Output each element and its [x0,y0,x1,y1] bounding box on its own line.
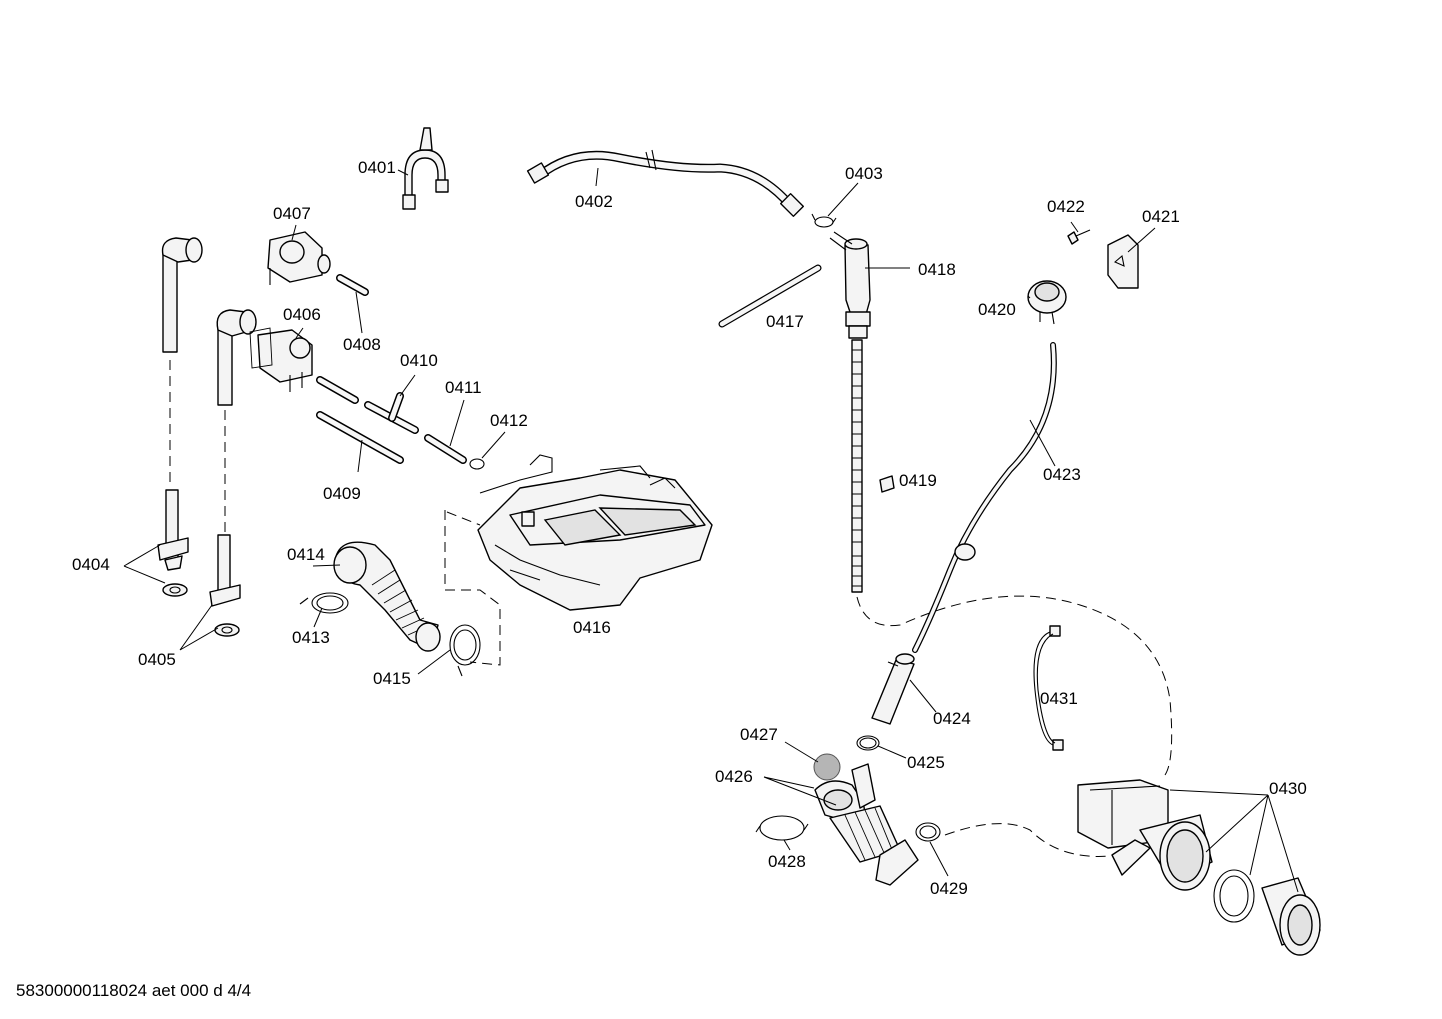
part-0422-screw [1067,229,1091,245]
part-0402-hose [526,149,805,218]
callout-0424: 0424 [933,709,971,728]
part-0417-rod [718,264,822,328]
callout-0404: 0404 [72,555,110,574]
callout-0414: 0414 [287,545,325,564]
callout-labels: 0401 0402 0403 0404 0405 0406 0407 0408 … [72,158,1307,898]
leader-lines [123,167,1299,893]
part-0408-hose [316,274,369,404]
callout-0402: 0402 [575,192,613,211]
part-0405-inlet-right [209,309,257,637]
assembly-line-0430 [856,595,1173,776]
part-0426-sump-hose [814,763,919,886]
callout-0419: 0419 [899,471,937,490]
callout-0425: 0425 [907,753,945,772]
part-0409-hose [316,411,404,464]
part-0410-t-piece [364,392,419,434]
callout-0416: 0416 [573,618,611,637]
callout-0427: 0427 [740,725,778,744]
callout-0421: 0421 [1142,207,1180,226]
part-0427-ball [813,753,841,781]
callout-0420: 0420 [978,300,1016,319]
callout-0411: 0411 [445,378,482,397]
part-0406-inlet-valve [249,327,313,392]
part-0414-bellows-hose [333,541,441,652]
callout-0409: 0409 [323,484,361,503]
callout-0408: 0408 [343,335,381,354]
assembly-line-0416b [446,511,481,526]
callout-0417: 0417 [766,312,804,331]
part-0425-clamp [856,735,880,751]
callout-0430: 0430 [1269,779,1307,798]
callout-0426: 0426 [715,767,753,786]
callout-0413: 0413 [292,628,330,647]
callout-0418: 0418 [918,260,956,279]
part-0404-inlet-left [157,237,203,597]
part-0431-harness [1033,625,1064,751]
part-0420-pressure-switch [1027,280,1067,325]
callout-0423: 0423 [1043,465,1081,484]
part-0429-clamp [915,822,941,842]
part-0421-bracket [1107,234,1139,289]
part-0424-air-chamber [871,653,915,725]
assembly-line-0429 [944,823,1111,857]
callout-0428: 0428 [768,852,806,871]
part-0419-clip [879,475,895,493]
callout-0406: 0406 [283,305,321,324]
part-0407-inlet-valve [267,231,331,285]
assembly-line-0416 [444,510,501,666]
callout-0401: 0401 [358,158,396,177]
part-0413-clamp [299,592,349,614]
callout-0412: 0412 [490,411,528,430]
callout-0407: 0407 [273,204,311,223]
part-0403-clip [811,213,837,228]
part-0411-hose [424,434,467,464]
callout-0415: 0415 [373,669,411,688]
part-0415-clamp [449,624,481,677]
document-id: 58300000118024 aet 000 d 4/4 [16,981,252,1000]
part-0423-pressure-hose [912,342,1057,653]
callout-0403: 0403 [845,164,883,183]
callout-0422: 0422 [1047,197,1085,216]
part-0412-clip [469,458,485,470]
part-0401-hose-bracket [402,127,449,210]
callout-0410: 0410 [400,351,438,370]
part-0428-clamp [755,815,809,841]
part-0418-pressure-chamber [829,231,871,593]
part-0416-dispenser [477,454,713,611]
callout-0405: 0405 [138,650,176,669]
callout-0431: 0431 [1040,689,1078,708]
part-0430-drain-pump [1077,779,1321,956]
callout-0429: 0429 [930,879,968,898]
